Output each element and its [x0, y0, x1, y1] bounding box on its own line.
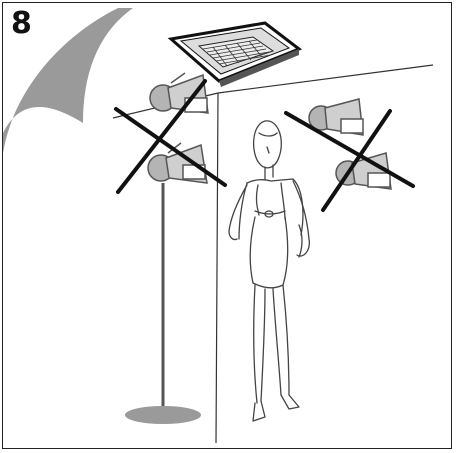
left-spotlight-cluster	[116, 73, 225, 424]
illustration-frame: 8	[2, 2, 452, 449]
step-number: 8	[11, 9, 32, 39]
scene-drawing	[3, 3, 452, 449]
right-spotlight-cluster	[286, 99, 413, 210]
standing-woman-figure	[229, 121, 309, 421]
spotlight-icon	[148, 143, 207, 183]
ceiling-air-conditioner-icon	[171, 23, 299, 87]
spotlight-icon	[150, 73, 208, 113]
